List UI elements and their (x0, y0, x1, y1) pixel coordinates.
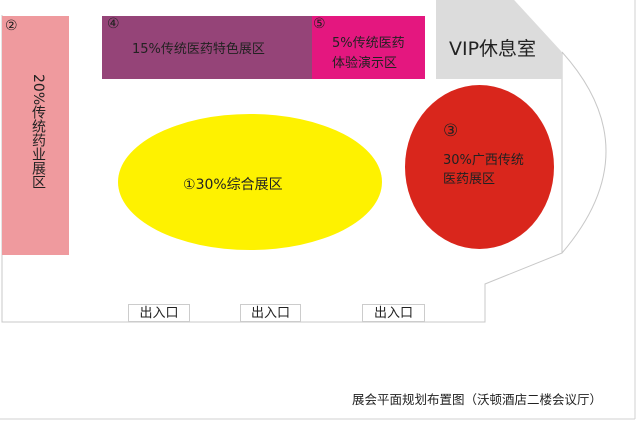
zone-1-label: ①30%综合展区 (183, 174, 283, 194)
zone-1-general: ①30%综合展区 (118, 114, 382, 250)
zone-5-demo: ⑤ 5%传统医药 体验演示区 (312, 16, 425, 79)
zone-2-number: ② (5, 18, 18, 34)
vip-label: VIP休息室 (449, 38, 537, 60)
zone-3-label-2: 医药展区 (443, 172, 496, 187)
zone-5-number: ⑤ (313, 16, 326, 32)
zone-1-number: ① (183, 177, 196, 193)
zone-3-guangxi: ③ 30%广西传统 医药展区 (405, 85, 554, 249)
zone-1-text: 30%综合展区 (195, 177, 283, 193)
zone-4-specialty: ④ 15%传统医药特色展区 (102, 16, 312, 79)
zone-2-label: 20%传统药业展区 (30, 74, 46, 190)
exit-2: 出入口 (240, 304, 301, 322)
zone-2-traditional-pharma: ② 20%传统药业展区 (2, 16, 69, 255)
zone-3-number: ③ (443, 121, 459, 141)
exit-1: 出入口 (128, 304, 190, 322)
zone-4-label: 15%传统医药特色展区 (132, 42, 265, 57)
zone-3-label-1: 30%广西传统 (443, 153, 524, 168)
caption: 展会平面规划布置图（沃顿酒店二楼会议厅） (352, 392, 603, 407)
zone-5-label-1: 5%传统医药 (332, 36, 405, 51)
zone-4-number: ④ (107, 16, 120, 32)
zone-5-label-2: 体验演示区 (332, 56, 398, 71)
exit-3: 出入口 (362, 304, 425, 322)
